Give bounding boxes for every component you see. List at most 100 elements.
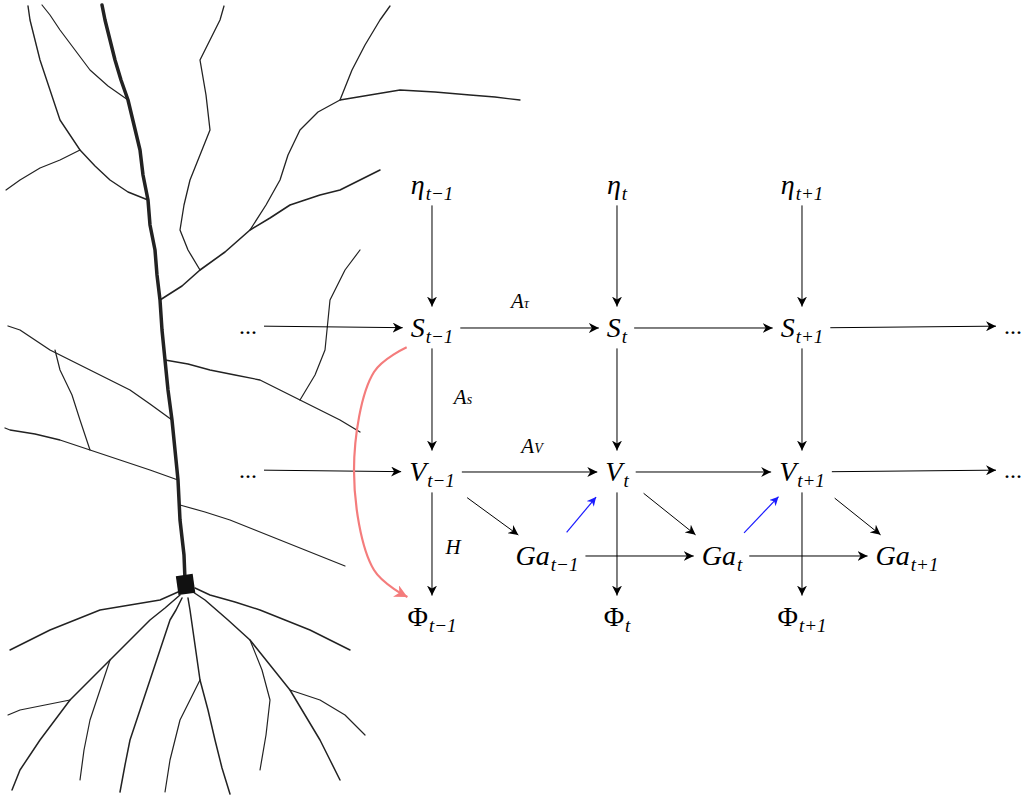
noise-variable: ηt+1 <box>777 168 828 203</box>
observation-variable: Φt+1 <box>773 600 830 635</box>
basal-dendrite <box>8 700 70 715</box>
observation-variable: Φt <box>600 600 635 635</box>
dendrite-branch <box>180 505 345 566</box>
dependency-arrow <box>801 492 802 595</box>
basal-dendrite <box>195 588 350 650</box>
time-subscript: t+1 <box>799 615 827 636</box>
gating-variable: Gat+1 <box>872 539 943 574</box>
dependency-arrow <box>616 205 617 306</box>
dependency-arrow <box>832 470 996 472</box>
variable-symbol: S <box>781 312 795 343</box>
dependency-arrow <box>462 471 597 472</box>
variable-symbol: Φ <box>407 601 427 632</box>
dependency-arrow <box>801 205 802 306</box>
voltage-variable: Vt+1 <box>775 455 829 490</box>
observation-variable: Φt−1 <box>403 600 460 635</box>
dependency-arrow <box>830 326 996 328</box>
dendrite-branch <box>42 5 128 100</box>
dependency-arrow <box>460 327 599 328</box>
dependency-arrow <box>749 555 867 556</box>
state-variable: St <box>603 311 631 346</box>
variable-symbol: V <box>779 456 796 487</box>
variable-symbol: η <box>411 169 425 200</box>
variable-symbol: ... <box>239 457 257 483</box>
edge-label: As <box>452 385 474 410</box>
time-subscript: t−1 <box>427 470 455 491</box>
variable-symbol: S <box>607 312 621 343</box>
ellipsis: ... <box>1000 455 1026 485</box>
time-subscript: t−1 <box>426 183 454 204</box>
neuron-dendrites <box>5 5 520 794</box>
time-subscript: t <box>622 326 627 347</box>
dependency-arrow <box>634 327 773 328</box>
variable-symbol: Ga <box>702 540 736 571</box>
dependency-arrow <box>616 348 617 450</box>
time-subscript: t+1 <box>796 326 824 347</box>
dendrite-branch <box>160 170 380 300</box>
basal-dendrite <box>80 660 110 780</box>
noise-variable: ηt−1 <box>407 168 458 203</box>
basal-dendrite <box>188 598 230 794</box>
dependency-arrow <box>801 348 802 450</box>
ellipsis: ... <box>235 455 261 485</box>
dendrite-branch <box>300 250 360 400</box>
influence-arrow <box>744 497 778 533</box>
time-subscript: t <box>623 470 628 491</box>
edge-label: AV <box>519 434 544 459</box>
basal-dendrite <box>120 598 182 792</box>
dependency-arrow <box>431 492 432 595</box>
dependency-arrow <box>835 498 881 535</box>
basal-dendrite <box>290 690 365 735</box>
variable-symbol: η <box>607 169 621 200</box>
ellipsis: ... <box>235 311 261 341</box>
edge-label: H <box>443 535 462 560</box>
time-subscript: t <box>625 615 630 636</box>
dependency-arrow <box>644 493 696 535</box>
basal-dendrite <box>12 595 180 790</box>
variable-symbol: V <box>409 456 426 487</box>
variable-symbol: S <box>411 312 425 343</box>
direct-influence-curve <box>354 347 407 597</box>
dendrite-branch <box>8 326 172 420</box>
state-variable: St−1 <box>407 311 458 346</box>
dendrite-branch <box>28 6 148 200</box>
ellipsis: ... <box>1000 311 1026 341</box>
dependency-arrow <box>431 348 432 450</box>
variable-symbol: ... <box>1004 313 1022 339</box>
dendrite-branch <box>180 6 224 270</box>
gating-variable: Gat <box>698 539 747 574</box>
dendrite-branch <box>340 6 390 100</box>
variable-symbol: Φ <box>604 601 624 632</box>
dendrite-branch <box>6 150 80 190</box>
basal-dendrite <box>250 640 270 770</box>
basal-dendrite <box>165 680 200 792</box>
time-subscript: t−1 <box>429 615 457 636</box>
dendrite-branch <box>5 428 178 480</box>
variable-symbol: Ga <box>516 540 550 571</box>
variable-symbol: Ga <box>876 540 910 571</box>
dependency-arrow <box>636 471 771 472</box>
gating-variable: Gat−1 <box>512 539 583 574</box>
variable-symbol: V <box>605 456 622 487</box>
time-subscript: t−1 <box>426 326 454 347</box>
variable-symbol: ... <box>1004 457 1022 483</box>
dendrite-branch <box>250 90 520 230</box>
time-subscript: t+1 <box>796 183 824 204</box>
basal-dendrite <box>193 592 340 780</box>
time-subscript: t <box>737 554 742 575</box>
voltage-variable: Vt−1 <box>405 455 459 490</box>
variable-symbol: ... <box>239 313 257 339</box>
state-variable: St+1 <box>777 311 828 346</box>
time-subscript: t−1 <box>551 554 579 575</box>
basal-dendrite <box>10 592 178 650</box>
variable-symbol: η <box>781 169 795 200</box>
dependency-arrow <box>264 326 403 328</box>
dendrite-branch <box>165 360 360 432</box>
time-subscript: t <box>622 183 627 204</box>
dependency-arrow <box>431 205 432 306</box>
neuron-soma <box>176 574 195 595</box>
voltage-variable: Vt <box>601 455 632 490</box>
dependency-arrow <box>264 470 401 471</box>
noise-variable: ηt <box>603 168 631 203</box>
